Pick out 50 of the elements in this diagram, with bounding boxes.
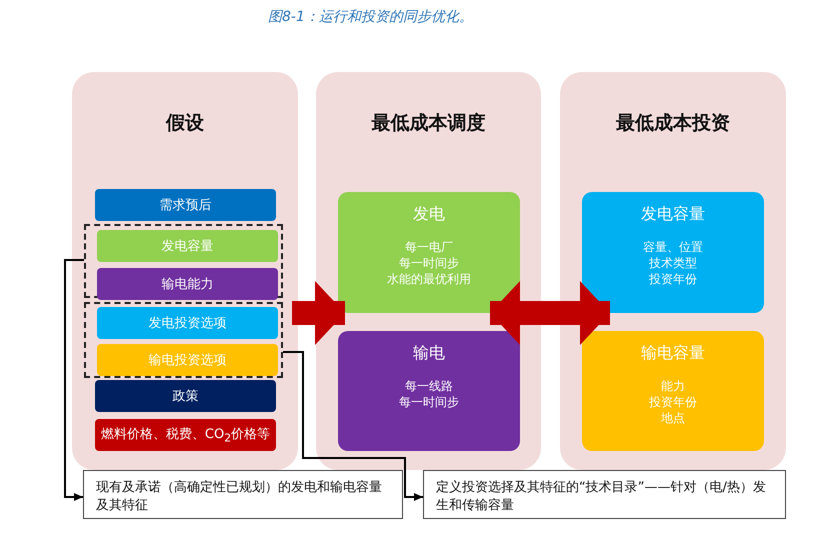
box-text: 每一时间步 <box>399 394 459 410</box>
category-box <box>95 189 276 221</box>
category-box <box>95 380 276 412</box>
box-heading: 发电 <box>413 204 445 225</box>
box-heading: 发电容量 <box>641 204 705 225</box>
box-label: 政策 <box>172 388 198 405</box>
figure-title: 图8-1：运行和投资的同步优化。 <box>268 8 473 26</box>
connector-arrow <box>64 259 84 501</box>
box-text: 地点 <box>661 410 685 426</box>
category-box <box>97 230 278 262</box>
category-box <box>97 344 278 376</box>
box-text: 每一线路 <box>405 378 453 394</box>
box-text: 技术类型 <box>649 255 697 271</box>
connector-arrow <box>283 351 423 501</box>
box-text: 每一时间步 <box>399 255 459 271</box>
note-box <box>423 470 786 519</box>
box-text: 每一电厂 <box>405 239 453 255</box>
model-box <box>582 192 764 313</box>
box-heading: 输电容量 <box>641 343 705 364</box>
box-text: 能力 <box>661 378 685 394</box>
category-box <box>97 268 278 300</box>
box-text: 投资年份 <box>649 394 697 410</box>
block-arrow <box>490 281 610 345</box>
box-label: 发电投资选项 <box>148 315 226 332</box>
panel <box>72 72 298 470</box>
note-text: 现有及承诺（高确定性已规划）的发电和输电容量及其特征 <box>96 479 383 515</box>
box-label: 输电投资选项 <box>148 352 226 369</box>
box-text: 水能的最优利用 <box>387 271 471 287</box>
dashed-group-frame <box>84 224 283 298</box>
panel-heading: 最低成本投资 <box>615 111 731 136</box>
category-box <box>95 419 276 451</box>
panel-heading: 最低成本调度 <box>370 111 486 136</box>
note-box <box>83 470 403 519</box>
box-text: 容量、位置 <box>643 239 703 255</box>
block-arrow <box>292 281 345 345</box>
category-box <box>97 307 278 339</box>
box-label: 输电能力 <box>162 276 214 293</box>
model-box <box>582 331 764 451</box>
panel <box>560 72 786 470</box>
box-label: 燃料价格、税费、CO$_{2}$价格等 <box>100 426 270 445</box>
box-text: 投资年份 <box>649 271 697 287</box>
panel <box>316 72 541 470</box>
model-box <box>338 192 520 313</box>
panel-heading: 假设 <box>164 111 205 136</box>
box-label: 发电容量 <box>162 238 214 255</box>
box-label: 需求预后 <box>160 197 212 214</box>
box-heading: 输电 <box>413 343 445 364</box>
note-text: 定义投资选择及其特征的“技术目录”——针对（电/热）发生和传输容量 <box>436 479 767 515</box>
model-box <box>338 331 520 451</box>
dashed-group-frame <box>84 302 283 378</box>
